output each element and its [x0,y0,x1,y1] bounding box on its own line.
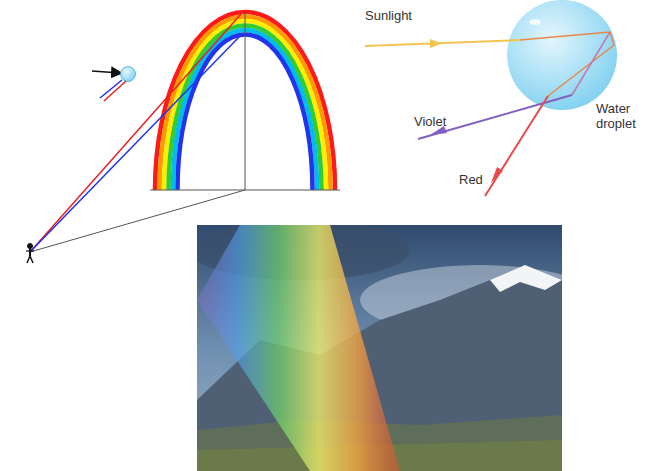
ray-label: Sunlight [365,8,412,23]
axis-line [245,12,246,190]
ray-label: Violet [414,114,446,129]
sunlight-ray [365,40,520,46]
person-icon [26,244,34,264]
ray-label: Red [459,172,483,187]
inner-ray-red [548,32,614,96]
rainbow-arch [155,12,335,190]
small-droplet [121,67,136,82]
sun-arrow [92,71,120,73]
red-out [104,81,126,101]
red-ray-out [485,96,548,196]
blue-out [100,80,122,98]
red-ray [30,14,241,252]
red-arrowhead [491,167,503,183]
water-droplet [507,0,617,110]
highlight [529,19,541,25]
droplet-label: Water droplet [596,101,642,131]
inner-ray-violet [572,32,610,95]
inner-ray [520,32,610,40]
rainbow-photo [197,225,562,471]
sunlight-arrowhead [430,39,442,48]
blue-ray [30,35,241,252]
